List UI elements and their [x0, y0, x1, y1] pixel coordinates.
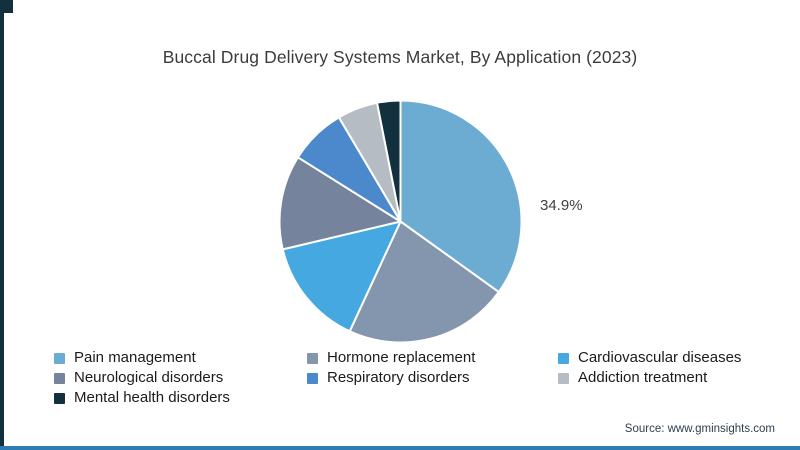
legend-label-hormone-replacement: Hormone replacement: [327, 349, 476, 366]
legend-swatch-neurological-disorders: [54, 372, 65, 384]
pie-slice-neurological-disorders: [278, 156, 402, 251]
legend-swatch-addiction-treatment: [558, 372, 569, 384]
pie-slice-cardiovascular-diseases: [281, 220, 402, 333]
pie-slice-mental-health-disorders: [376, 99, 402, 223]
legend-item-hormone-replacement: Hormone replacement: [307, 350, 558, 366]
bottom-accent-bar: [0, 446, 800, 450]
legend-label-respiratory-disorders: Respiratory disorders: [327, 369, 470, 386]
data-label-pain-percentage: 34.9%: [540, 197, 583, 214]
legend-label-pain-management: Pain management: [74, 349, 196, 366]
legend-swatch-hormone-replacement: [307, 352, 318, 364]
legend-item-neurological-disorders: Neurological disorders: [54, 370, 307, 386]
legend-swatch-pain-management: [54, 352, 65, 364]
legend-swatch-cardiovascular-diseases: [558, 352, 569, 364]
legend-label-neurological-disorders: Neurological disorders: [74, 369, 224, 386]
legend-label-cardiovascular-diseases: Cardiovascular diseases: [578, 349, 742, 366]
legend-swatch-mental-health-disorders: [54, 392, 65, 404]
legend-label-mental-health-disorders: Mental health disorders: [74, 389, 230, 406]
legend-item-respiratory-disorders: Respiratory disorders: [307, 370, 558, 386]
pie-slice-pain-management: [399, 99, 523, 294]
legend-item-mental-health-disorders: Mental health disorders: [54, 390, 307, 406]
chart-legend: Pain management Hormone replacement Cardio…: [54, 350, 784, 406]
pie-chart: [278, 99, 523, 344]
chart-title: Buccal Drug Delivery Systems Market, By …: [162, 47, 638, 67]
legend-label-addiction-treatment: Addiction treatment: [578, 369, 708, 386]
corner-accent-square: [0, 0, 13, 13]
legend-item-pain-management: Pain management: [54, 350, 307, 366]
left-accent-bar: [0, 0, 4, 450]
legend-item-addiction-treatment: Addiction treatment: [558, 370, 784, 386]
legend-item-cardiovascular-diseases: Cardiovascular diseases: [558, 350, 784, 366]
source-attribution: Source: www.gminsights.com: [624, 423, 775, 435]
legend-swatch-respiratory-disorders: [307, 372, 318, 384]
